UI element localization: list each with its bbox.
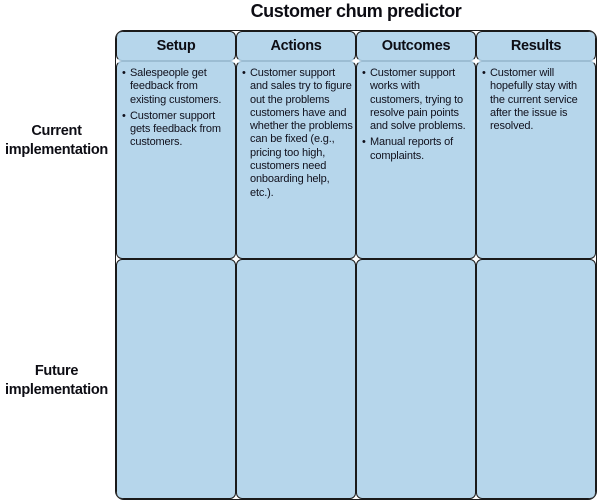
column-header-outcomes: Outcomes [356, 31, 476, 61]
cell-future-setup [116, 259, 236, 499]
bullet-list: Customer will hopefully stay with the cu… [482, 67, 593, 133]
column-header-results: Results [476, 31, 596, 61]
cell-future-results [476, 259, 596, 499]
page-title: Customer chum predictor [250, 1, 462, 21]
column-header-actions: Actions [236, 31, 356, 61]
cell-future-actions [236, 259, 356, 499]
cell-current-setup: Salespeople get feedback from existing c… [116, 61, 236, 259]
bullet-item: Manual reports of complaints. [362, 136, 473, 163]
bullet-item: Customer support works with customers, t… [362, 67, 473, 133]
bullet-item: Customer will hopefully stay with the cu… [482, 67, 593, 133]
column-header-setup: Setup [116, 31, 236, 61]
implementation-matrix: Setup Actions Outcomes Results Salespeop… [115, 30, 597, 500]
row-label-future-implementation: Future implementation [5, 363, 108, 398]
bullet-list: Salespeople get feedback from existing c… [122, 67, 233, 150]
bullet-list: Customer support and sales try to figure… [242, 67, 353, 200]
cell-current-outcomes: Customer support works with customers, t… [356, 61, 476, 259]
cell-current-actions: Customer support and sales try to figure… [236, 61, 356, 259]
bullet-item: Salespeople get feedback from existing c… [122, 67, 233, 107]
bullet-item: Customer support gets feedback from cust… [122, 110, 233, 150]
bullet-list: Customer support works with customers, t… [362, 67, 473, 163]
row-label-current-implementation: Current implementation [5, 123, 108, 158]
cell-current-results: Customer will hopefully stay with the cu… [476, 61, 596, 259]
bullet-item: Customer support and sales try to figure… [242, 67, 353, 200]
cell-future-outcomes [356, 259, 476, 499]
